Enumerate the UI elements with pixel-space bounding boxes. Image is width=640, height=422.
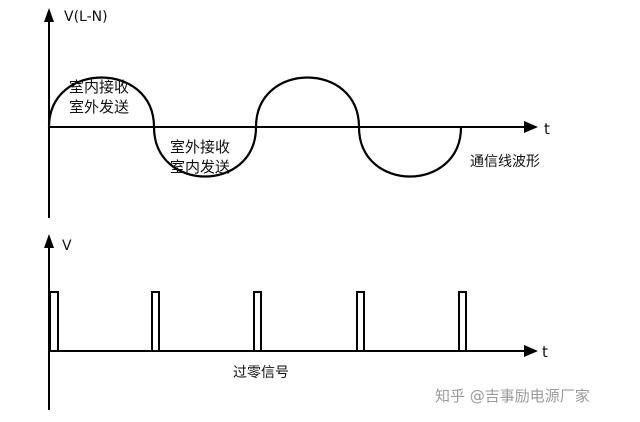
top-plot: V(L-N) t 室内接收 室外发送 室外接收 室内发送 通信线波形 [44,8,550,218]
bottom-x-axis-label: t [542,343,548,361]
top-x-arrow [524,121,538,133]
pulse [253,291,262,351]
pulse [151,291,160,351]
pulse [49,291,59,351]
top-x-axis-label: t [544,120,550,138]
pulse [458,291,467,351]
top-y-axis-label: V(L-N) [64,9,108,25]
pulse [356,291,365,351]
bottom-y-arrow [44,234,54,248]
pos-half-label-line1: 室内接收 [69,78,129,96]
bottom-y-axis-label: V [62,238,72,254]
pulses-label: 过零信号 [233,365,289,381]
bottom-x-arrow [524,345,538,357]
waveform-label: 通信线波形 [470,154,540,170]
neg-half-label-line2: 室内发送 [170,158,230,176]
top-y-arrow [44,8,54,22]
watermark: 知乎 @吉事励电源厂家 [435,387,590,405]
bottom-plot: V t 过零信号 [44,234,548,410]
neg-half-label-line1: 室外接收 [170,138,230,156]
zero-cross-pulses [49,291,467,351]
sine-waveform [47,76,463,178]
pos-half-label-line2: 室外发送 [69,98,129,116]
